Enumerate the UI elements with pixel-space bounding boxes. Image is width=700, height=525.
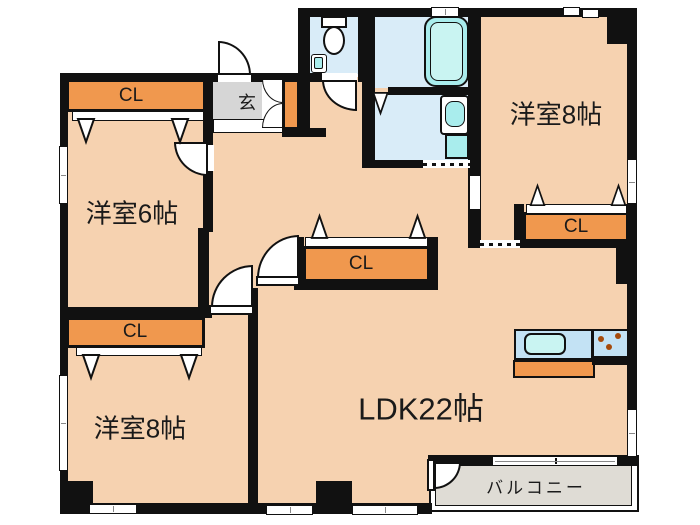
entrance-floor	[213, 77, 262, 121]
folding-door-icon	[529, 183, 546, 207]
wall-closet-right-left	[514, 204, 524, 248]
wall-entry-toilet	[298, 8, 310, 136]
closet-right-track	[526, 204, 627, 214]
pillar-top-right	[607, 16, 637, 44]
wall-outer-top-left-2	[251, 73, 310, 82]
wall-closet-center-left	[294, 237, 304, 290]
wall-closet-center-right	[428, 237, 438, 290]
folding-door-icon	[610, 183, 627, 207]
window	[352, 505, 418, 515]
folding-door-icon	[76, 118, 96, 146]
ldk-opening	[480, 240, 520, 248]
entrance-label: 玄	[238, 93, 256, 113]
folding-door-icon	[372, 92, 389, 116]
balcony-deck	[435, 461, 632, 506]
wall-toilet-right	[358, 8, 375, 82]
stove-burner-icon	[606, 344, 612, 350]
window	[627, 409, 637, 457]
washroom-opening	[423, 160, 470, 168]
wall-bedroom8-bottom-top	[60, 307, 212, 318]
wall-closet-center-bottom	[294, 281, 438, 290]
bedroom8-bottom-door-leaf	[209, 305, 254, 315]
washer-pan	[445, 134, 469, 159]
folding-door-icon	[310, 213, 329, 239]
wall-bedroom8-top-left	[468, 8, 481, 248]
bedroom8-top-label: 洋室8帖	[509, 99, 603, 130]
wall-ldk-divider	[248, 288, 258, 514]
kitchen-cabinet	[513, 360, 595, 378]
closet-top-left-label: CL	[118, 85, 144, 106]
closet-center-track	[305, 237, 428, 247]
wall-bedroom6-right-mid	[203, 170, 213, 232]
balcony-sliding-window	[492, 456, 618, 466]
shoe-cabinet	[283, 79, 299, 129]
wall-toilet-bottom	[310, 73, 322, 82]
window	[266, 505, 313, 515]
window	[563, 7, 580, 16]
wall-stove-bottom	[592, 358, 637, 365]
closet-bottom-left-track	[76, 347, 202, 356]
wall-outer-top	[298, 8, 637, 17]
wall-outer-left	[60, 73, 68, 514]
wall-outer-bottom	[60, 503, 432, 514]
wall-outer-right	[627, 12, 637, 458]
wall-bedroom8-top-bottom	[468, 240, 630, 248]
bedroom6-label: 洋室6帖	[85, 198, 179, 229]
folding-door-icon	[408, 213, 427, 239]
toilet-hand-sink-bowl	[314, 57, 323, 69]
pillar-bottom-mid	[316, 481, 352, 513]
stove-burner-icon	[598, 336, 604, 342]
window	[89, 504, 137, 514]
pillar-bottom-left	[60, 481, 93, 513]
closet-bottom-left	[66, 317, 205, 348]
window	[627, 159, 637, 204]
closet-right-label: CL	[563, 216, 589, 237]
closet-center	[303, 246, 430, 282]
window	[582, 9, 599, 18]
floor-bedroom8-top	[480, 12, 627, 78]
wall-bath-washroom	[388, 87, 468, 95]
balcony-label: バルコニー	[486, 478, 586, 498]
wall-washroom-left	[362, 80, 375, 168]
stove-burner-icon	[615, 333, 621, 339]
wall-washroom-bottom	[362, 160, 472, 168]
window	[59, 375, 68, 471]
toilet-door-gap	[322, 73, 357, 82]
bathtub-rim	[430, 22, 463, 81]
kitchen-sink	[524, 333, 566, 355]
folding-door-icon	[179, 354, 199, 382]
window	[59, 146, 68, 204]
vanity-sink-bowl	[445, 101, 465, 127]
window	[431, 7, 459, 17]
folding-door-icon	[81, 354, 101, 382]
entrance-door-arc	[218, 41, 251, 75]
wall-balcony-top-a	[428, 455, 492, 466]
wall-bedroom6-right-low	[198, 228, 209, 309]
closet-center-label: CL	[348, 253, 374, 274]
entrance-door-gap	[218, 73, 251, 82]
wall-bedroom6-right-top	[203, 73, 213, 145]
bedroom8-top-sliding-door	[469, 175, 481, 210]
stove	[592, 329, 630, 358]
wall-balcony-top-b	[617, 455, 637, 466]
ldk-label: LDK22帖	[358, 391, 484, 427]
toilet-bowl	[323, 26, 345, 55]
pillar-ldk-top-right	[616, 245, 637, 284]
ldk-door-leaf	[256, 276, 300, 286]
folding-door-icon	[170, 118, 190, 146]
bedroom8-bottom-label: 洋室8帖	[93, 413, 187, 444]
wall-outer-top-left	[60, 73, 218, 82]
closet-bottom-left-label: CL	[122, 321, 148, 342]
wall-entrance-bottom	[282, 128, 326, 137]
floor-main	[64, 77, 637, 508]
